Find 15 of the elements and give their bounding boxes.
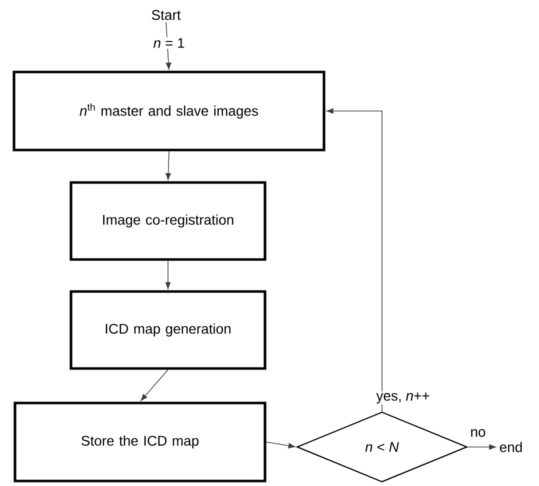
flow-text: end bbox=[500, 442, 522, 452]
process-box: Image co-registration bbox=[70, 181, 266, 261]
arrow bbox=[467, 444, 496, 450]
edge-label: n = 1 bbox=[152, 37, 186, 49]
flow-text: Start bbox=[152, 10, 181, 20]
edge-label: no bbox=[469, 428, 487, 438]
process-box: n$^{th}$ master and slave images bbox=[12, 70, 326, 152]
process-box: ICD map generation bbox=[70, 290, 266, 370]
arrow bbox=[165, 260, 171, 289]
arrow bbox=[326, 108, 382, 412]
arrow bbox=[166, 150, 171, 180]
arrow bbox=[266, 442, 296, 448]
process-box: Store the ICD map bbox=[14, 402, 266, 482]
arrow bbox=[140, 369, 168, 401]
edge-label: yes, n++ bbox=[375, 392, 431, 404]
